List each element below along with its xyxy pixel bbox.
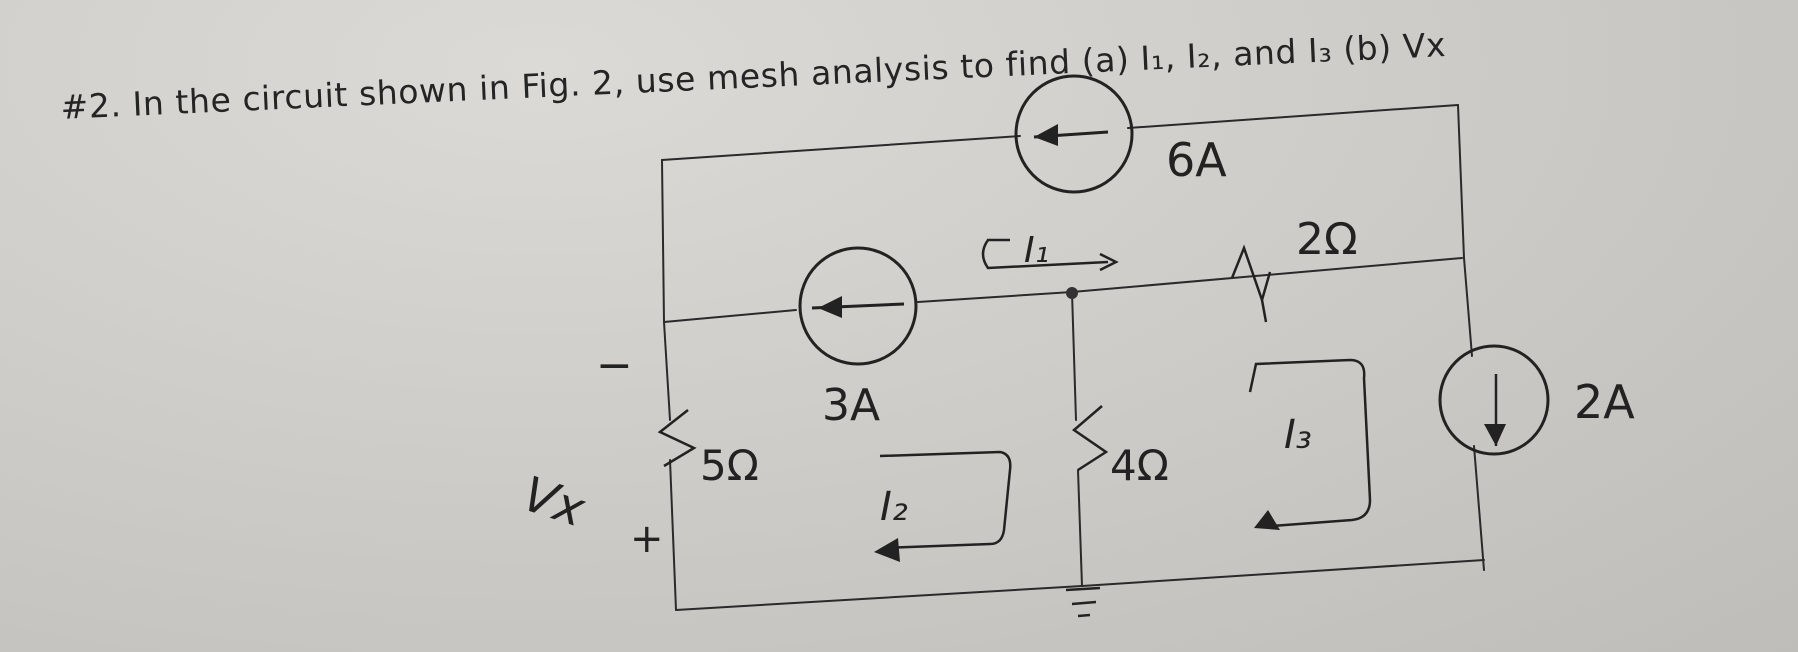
label-2ohm: 2Ω [1296, 214, 1358, 265]
mesh-loop-i1 [981, 238, 1109, 270]
arrow-right-icon [1099, 252, 1119, 272]
resistor-2ohm [1230, 244, 1272, 305]
label-i2: I₂ [880, 484, 908, 530]
wire-left-mid [663, 321, 671, 421]
label-i1: I₁ [1024, 230, 1049, 271]
vx-minus-sign: − [596, 340, 633, 391]
current-source-3a [798, 246, 918, 366]
mesh-loop-i2 [879, 450, 1012, 550]
wire-mid-left [663, 309, 797, 323]
label-vx: Vx [516, 466, 592, 538]
wire-left-upper [661, 159, 665, 323]
current-source-6a [1014, 74, 1134, 194]
wire-right-lower [1473, 445, 1485, 571]
resistor-5ohm [657, 409, 697, 468]
wire-mid-right [917, 257, 1463, 303]
wire-center-lower [1077, 469, 1083, 587]
label-2a: 2A [1574, 375, 1635, 429]
wire-bottom [675, 559, 1485, 611]
label-i3: I₃ [1284, 412, 1312, 458]
wire-top-left [661, 135, 1021, 161]
vx-plus-sign: + [630, 516, 664, 562]
wire-right-mid [1463, 257, 1473, 357]
wire-center-upper [1071, 291, 1077, 421]
node-dot [1066, 287, 1078, 299]
wire-top-right [1127, 104, 1459, 129]
ground-icon [1065, 586, 1101, 618]
arrow-left-icon [1034, 124, 1058, 146]
label-6a: 6A [1166, 133, 1227, 187]
current-source-2a [1438, 344, 1550, 456]
resistor-2ohm-lead [1260, 299, 1268, 323]
label-4ohm: 4Ω [1110, 441, 1169, 490]
wire-right-upper [1457, 104, 1465, 259]
wire-left-lower [669, 459, 677, 611]
mesh-loop-i3 [1248, 358, 1372, 528]
arrow-up-icon [1254, 510, 1280, 530]
arrow-left-icon [874, 538, 900, 562]
resistor-4ohm [1071, 405, 1109, 472]
label-3a: 3A [822, 380, 880, 431]
label-5ohm: 5Ω [700, 441, 759, 490]
arrow-down-icon [1484, 424, 1506, 446]
arrow-left-icon [818, 296, 842, 318]
